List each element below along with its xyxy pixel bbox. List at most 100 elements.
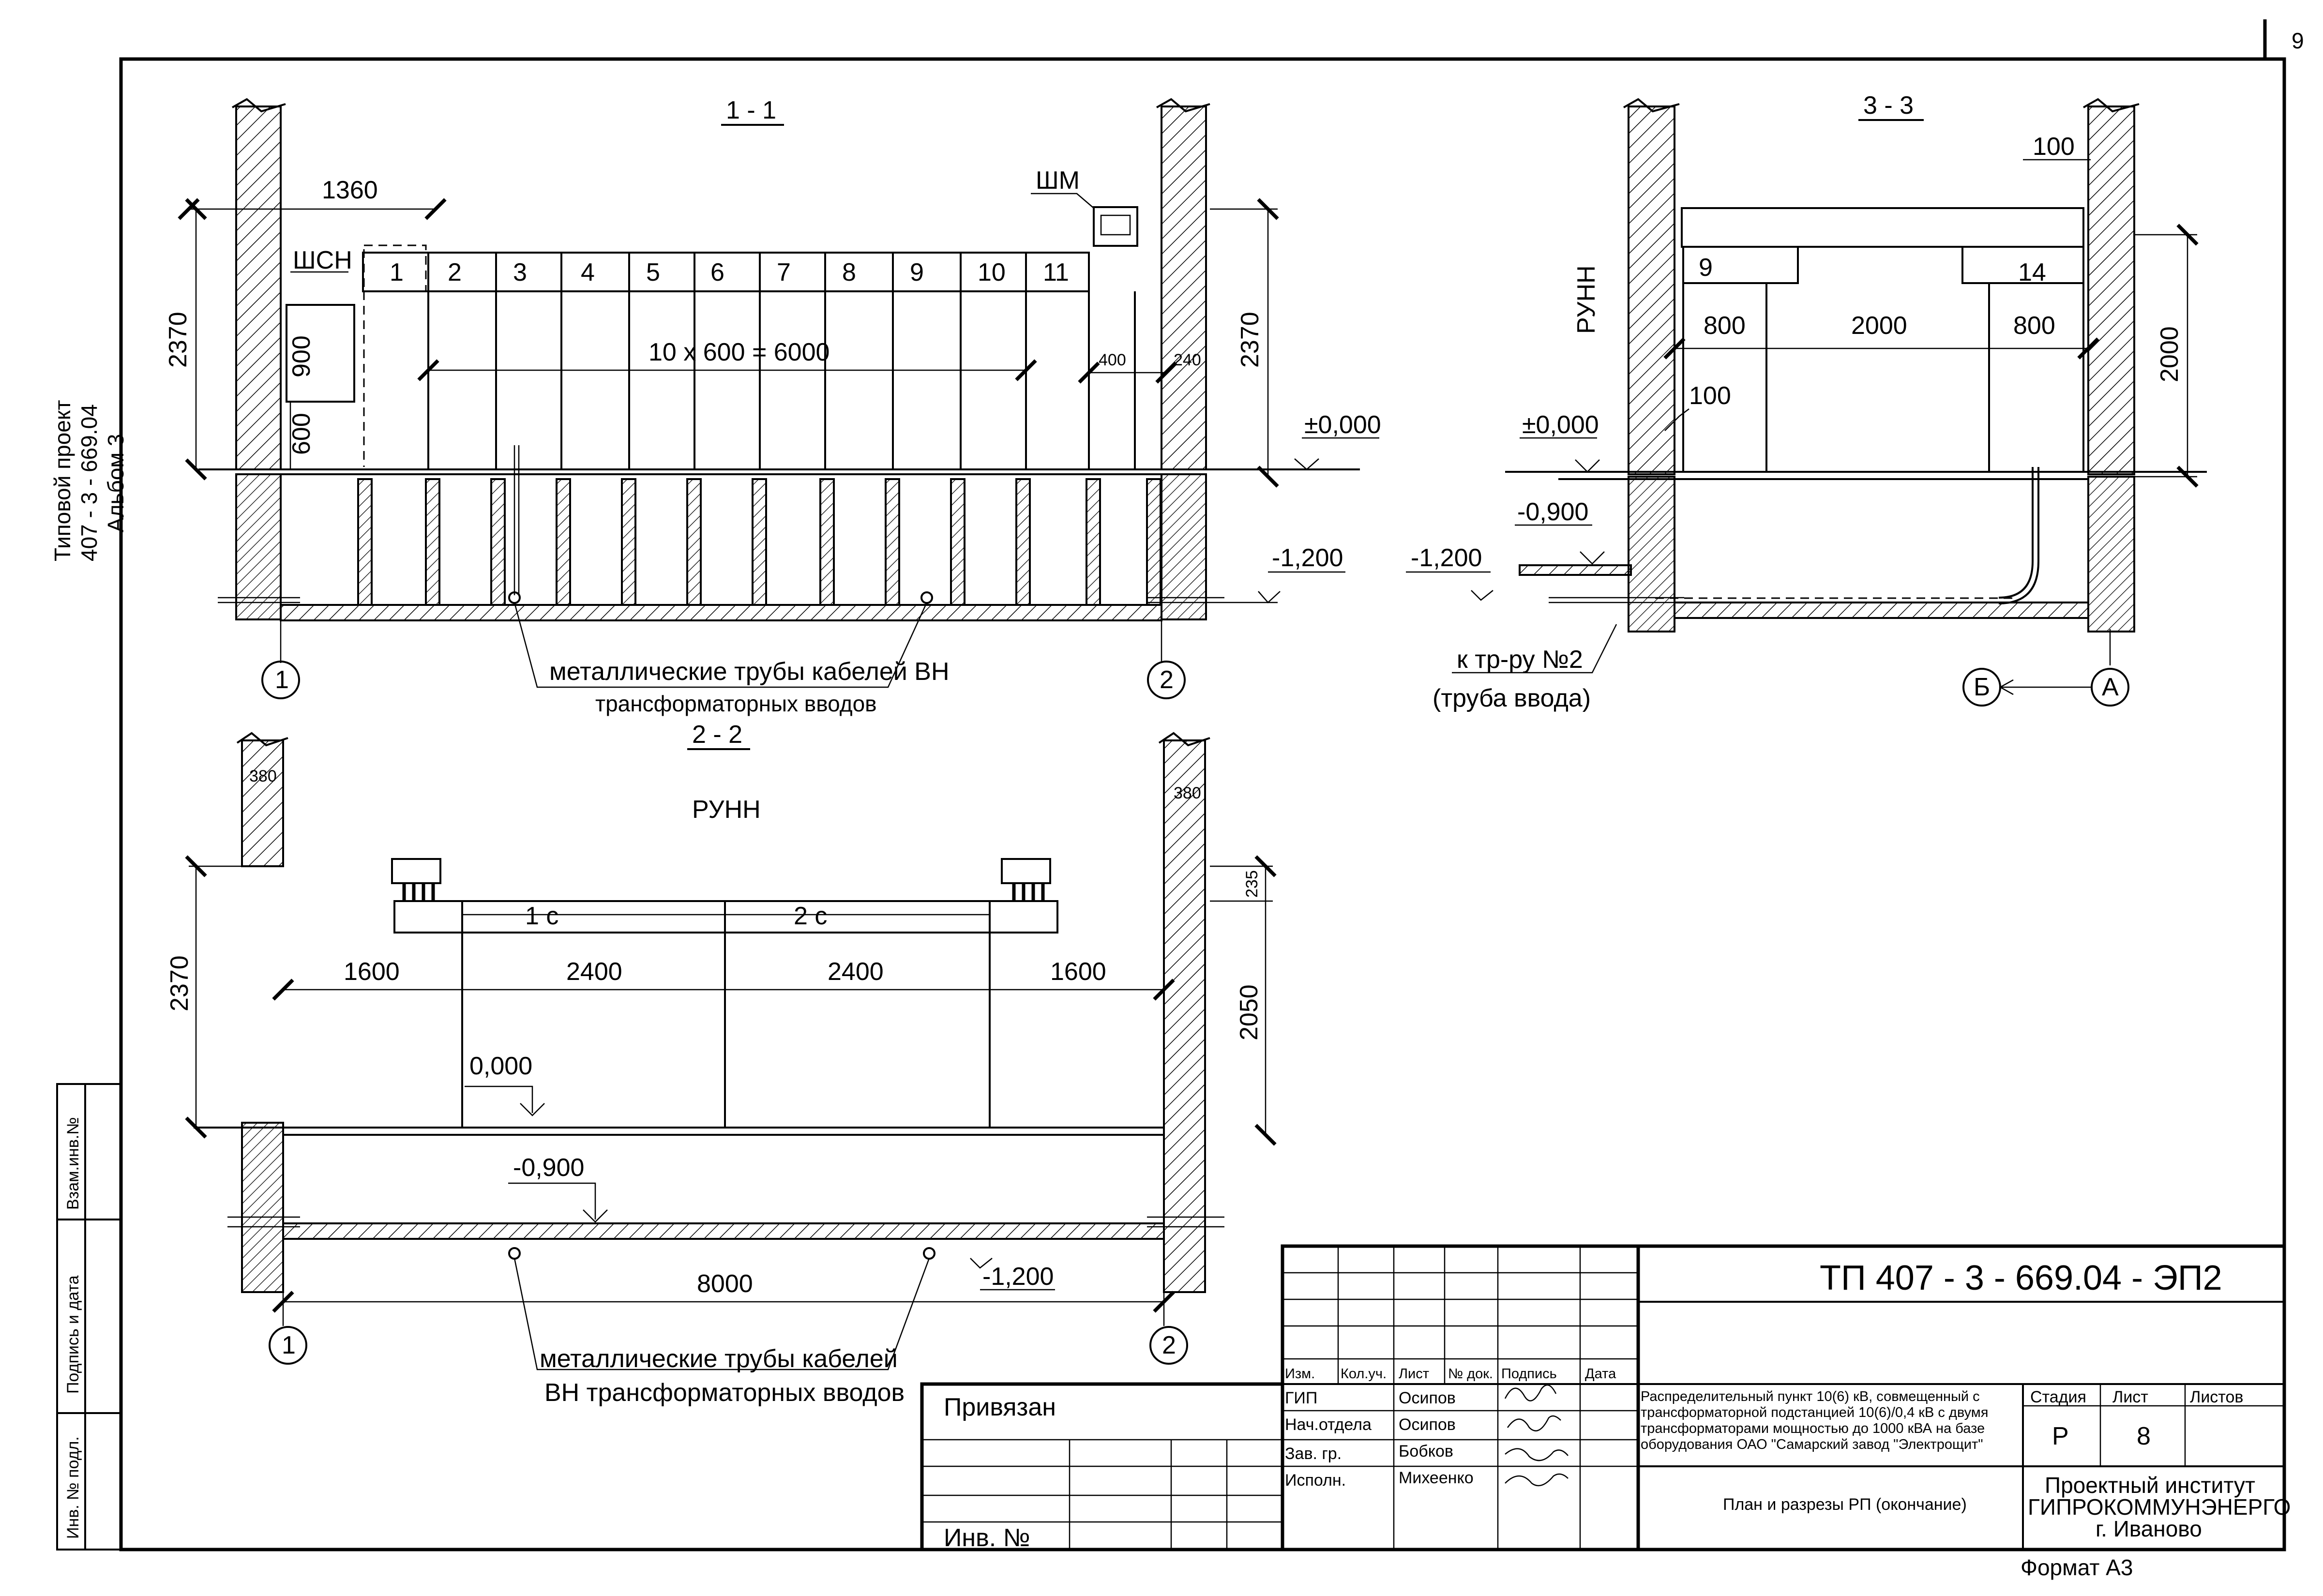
dim-900: 900 (287, 335, 316, 377)
hdr-sign: Подпись (1501, 1366, 1557, 1382)
dim-2400-b: 2400 (828, 958, 884, 986)
dim-800-a: 800 (1704, 312, 1746, 340)
wall-left-22 (241, 739, 284, 867)
dim-235: 235 (1243, 870, 1261, 898)
list-value: 8 (2137, 1422, 2151, 1450)
title-block: ТП 407 - 3 - 669.04 - ЭП2 Изм. Кол.уч. Л… (920, 1244, 2291, 1552)
dim-2400-a: 2400 (566, 958, 622, 986)
dim-100: 100 (1689, 382, 1731, 410)
desc-2: трансформаторной подстанцией 10(6)/0,4 к… (1641, 1405, 1988, 1420)
side-stamp-line2: 407 - 3 - 669.04 (76, 404, 102, 561)
desc-3: трансформаторами мощностью до 1000 кВА н… (1641, 1421, 1985, 1436)
side-stamp: Типовой проект 407 - 3 - 669.04 Альбом 3 (50, 400, 128, 561)
section-2-2: 2 - 2 РУНН 380 380 1 с 2 с 1600 2400 240… (166, 721, 1277, 1407)
level-minus-0900: -0,900 (513, 1154, 584, 1182)
cell-10: 10 (978, 258, 1006, 286)
cell-9: 9 (910, 258, 924, 286)
dim-cells: 10 x 600 = 6000 (649, 338, 830, 366)
left-columns: Взам.инв.№ Подпись и дата Инв. № подл. (56, 1083, 122, 1551)
hdr-izm: Изм. (1285, 1366, 1315, 1382)
shm-label: ШМ (1036, 166, 1080, 195)
level-0-33: ±0,000 (1522, 411, 1599, 439)
stage-h: Стадия (2030, 1388, 2086, 1406)
lists-h: Листов (2190, 1388, 2243, 1406)
cell-8: 8 (842, 258, 856, 286)
axis-1-marker-22 (269, 1326, 307, 1365)
trench-slab-22 (282, 1222, 1165, 1240)
cell-14-33: 14 (2018, 258, 2046, 286)
wall-left (235, 105, 282, 470)
name-2: Осипов (1399, 1415, 1456, 1434)
level-minus-1200-33: -1,200 (1411, 544, 1482, 572)
role-ispoln: Исполн. (1285, 1471, 1346, 1490)
name-4: Михеенко (1399, 1469, 1474, 1487)
role-gip: ГИП (1285, 1389, 1317, 1407)
axis-2-marker (1147, 661, 1186, 699)
list-h: Лист (2112, 1388, 2148, 1406)
cell-2: 2 (448, 258, 462, 286)
side-col-inv: Инв. № подл. (64, 1436, 82, 1539)
role-zav: Зав. гр. (1285, 1445, 1342, 1463)
desc-1: Распределительный пункт 10(6) кВ, совмещ… (1641, 1389, 1980, 1404)
trench-partitions (357, 478, 1162, 606)
cell-9-33: 9 (1699, 254, 1713, 282)
dim-2370-left: 2370 (164, 312, 192, 368)
cell-6: 6 (710, 258, 724, 286)
cell-labels: 1 2 3 4 5 6 7 8 9 10 11 (390, 258, 1069, 286)
cell-1: 1 (390, 258, 404, 286)
note-to-tr: к тр-ру №2 (1457, 646, 1583, 674)
hdr-kol: Кол.уч. (1341, 1366, 1387, 1382)
inv-no: Инв. № (944, 1524, 1030, 1552)
dim-100-top: 100 (2033, 133, 2075, 161)
runn-label: РУНН (692, 796, 761, 824)
pipes-note-2: трансформаторных вводов (595, 691, 877, 716)
side-stamp-line3: Альбом 3 (103, 434, 128, 532)
dim-1600-b: 1600 (1050, 958, 1106, 986)
axis-2: 2 (1160, 666, 1174, 694)
axis-a: А (2102, 673, 2119, 701)
axis-2-22: 2 (1162, 1331, 1176, 1359)
pipes-note-22-2: ВН трансформаторных вводов (544, 1379, 905, 1407)
hdr-list: Лист (1399, 1366, 1429, 1382)
dim-2000: 2000 (1851, 312, 1907, 340)
dim-8000: 8000 (697, 1270, 753, 1298)
wall-right-22 (1163, 739, 1206, 1293)
shsn-cabinet (286, 304, 355, 403)
sheet-number: 9 (2292, 28, 2304, 53)
wall-right-33 (2087, 105, 2135, 475)
dim-380-left: 380 (249, 767, 277, 785)
sheet-title: План и разрезы РП (окончание) (1723, 1495, 1967, 1514)
side-col-podpis: Подпись и дата (64, 1275, 82, 1394)
wall-right (1161, 105, 1207, 470)
dim-2370-right: 2370 (1236, 312, 1264, 368)
dim-600: 600 (287, 413, 316, 455)
note-pipe: (труба ввода) (1433, 684, 1591, 712)
org-3: г. Иваново (2096, 1516, 2202, 1541)
level-minus-1200: -1,200 (1272, 544, 1343, 572)
hdr-doc: № док. (1448, 1366, 1493, 1382)
runn-label-33: РУНН (1572, 265, 1600, 334)
section-2-2-title: 2 - 2 (692, 721, 742, 749)
shm-cabinet (1093, 206, 1138, 247)
cell-11: 11 (1043, 258, 1069, 286)
hdr-date: Дата (1585, 1366, 1616, 1382)
signatures (1504, 1384, 1569, 1487)
cell-5: 5 (646, 258, 660, 286)
shsn-dashed-outline (363, 244, 427, 292)
axis-2-marker-22 (1149, 1326, 1188, 1365)
side-col-vzam: Взам.инв.№ (64, 1117, 82, 1210)
dim-2000-v: 2000 (2156, 326, 2184, 382)
desc-4: оборудования ОАО "Самарский завод "Элект… (1641, 1437, 1983, 1452)
stage-value: Р (2052, 1422, 2069, 1450)
section-1-1-title: 1 - 1 (726, 96, 776, 124)
pipes-note-22-1: металлические трубы кабелей (540, 1345, 898, 1373)
level-0: ±0,000 (1304, 411, 1381, 439)
dim-240: 240 (1174, 351, 1201, 369)
dim-1600-a: 1600 (344, 958, 400, 986)
wall-left-33 (1628, 105, 1675, 475)
level-0000: 0,000 (469, 1052, 532, 1080)
axis-1-22: 1 (282, 1331, 296, 1359)
section-3-3: 3 - 3 РУНН 100 9 14 800 2000 800 2000 10… (1406, 91, 2207, 712)
doc-code: ТП 407 - 3 - 669.04 - ЭП2 (1820, 1259, 2222, 1297)
cell-7: 7 (777, 258, 791, 286)
